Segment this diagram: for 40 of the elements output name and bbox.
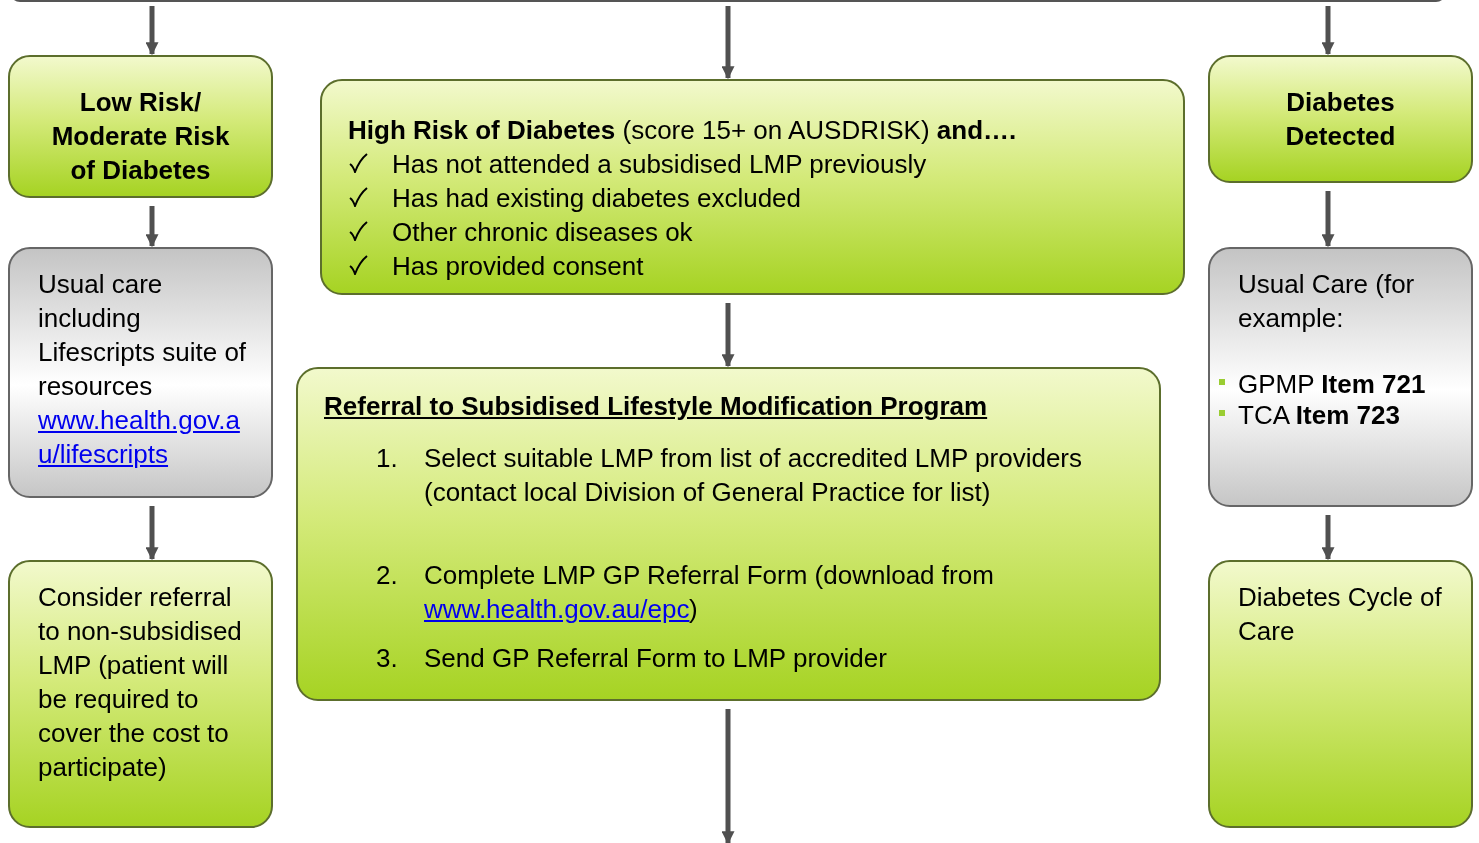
arrow [1321,6,1335,56]
body-text: Diabetes Cycle of Care [1238,581,1443,648]
care-box [1208,247,1473,507]
program-heading: Referral to Subsidised Lifestyle Modification Program [324,390,989,423]
checklist-item: Other chronic diseases ok [392,216,694,249]
checklist-item: Has had existing diabetes excluded [392,182,803,215]
link: www.health.gov.au/lifescripts [38,404,241,471]
arrow [1321,191,1335,248]
checklist-item: Has not attended a subsidised LMP previously [392,148,928,181]
arrow [721,709,735,843]
arrow [145,206,159,248]
care-box [8,247,273,498]
list-item: GPMP Item 721 [1238,368,1427,401]
list-item: Select suitable LMP from list of accredited LMP providers (contact local Division of General Practice for list) [424,442,1083,509]
risk-box [8,55,273,198]
arrow [721,6,735,80]
body-text: Usual Care (for example: [1238,268,1416,335]
list-item: Complete LMP GP Referral Form (download from [424,559,995,592]
referral-box [296,367,1161,701]
referral-option-box [8,560,273,828]
list-item: ) [689,593,699,626]
criteria-heading: High Risk of Diabetes (score 15+ on AUSDRISK) and…. [348,114,1018,147]
list-number: 3. [376,642,399,675]
arrow [721,303,735,368]
arrow [145,506,159,561]
box-title: Diabetes Detected [1284,86,1397,153]
list-number: 2. [376,559,399,592]
link: www.health.gov.au/epc [424,593,690,626]
care-box [1208,560,1473,828]
body-text: Usual care including Lifescripts suite of resources [38,268,248,403]
list-item: TCA Item 723 [1238,399,1401,432]
arrow [145,6,159,56]
body-text: Consider referral to non-subsidised LMP (patient will be required to cover the cost to participate) [38,581,243,784]
checklist-item: Has provided consent [392,250,645,283]
list-item: Send GP Referral Form to LMP provider [424,642,888,675]
criteria-box [320,79,1185,295]
arrow [1321,515,1335,561]
diagnosis-box [1208,55,1473,183]
list-number: 1. [376,442,399,475]
box-title: Low Risk/ Moderate Risk of Diabetes [50,86,231,187]
